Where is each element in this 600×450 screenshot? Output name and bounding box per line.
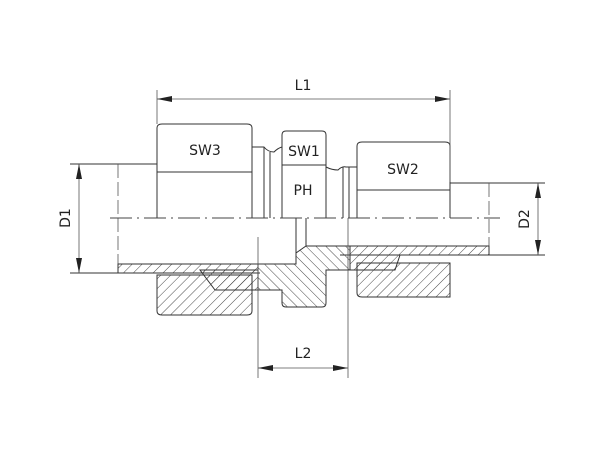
nut-sw2 xyxy=(356,141,451,298)
dimension-d1 xyxy=(76,164,82,273)
label-sw1: SW1 xyxy=(288,144,320,160)
body-hex-sw1 xyxy=(281,130,327,218)
label-l2: L2 xyxy=(295,346,312,362)
dimension-d2 xyxy=(535,183,541,255)
dimension-l2 xyxy=(257,218,349,378)
label-sw3: SW3 xyxy=(189,143,221,159)
dimension-l1 xyxy=(156,90,451,182)
label-l1: L1 xyxy=(295,78,312,94)
label-d2: D2 xyxy=(517,209,533,229)
label-sw2: SW2 xyxy=(387,162,419,178)
label-ph: PH xyxy=(294,183,313,199)
body-section xyxy=(257,245,351,308)
label-d1: D1 xyxy=(58,208,74,228)
